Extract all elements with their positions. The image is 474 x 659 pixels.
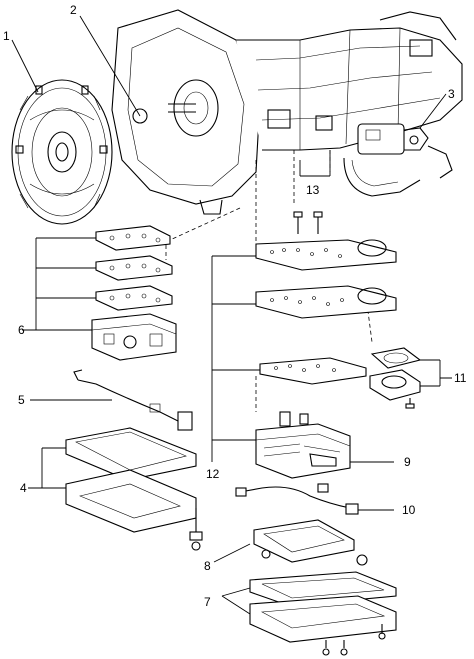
left-pan-gasket (65, 427, 197, 481)
callout-1: 1 (3, 29, 10, 43)
wiring-harness (235, 483, 359, 515)
callout-6: 6 (18, 323, 25, 337)
lower-oil-pan (249, 554, 397, 656)
control-valve-body (255, 411, 351, 479)
callout-7: 7 (204, 595, 211, 609)
callout-3: 3 (448, 87, 455, 101)
upper-valve-body-gaskets (91, 225, 177, 361)
valve-body-spacer-plates (255, 211, 397, 385)
transmission-case (111, 9, 463, 215)
callout-10: 10 (402, 503, 416, 517)
left-oil-pan (65, 469, 203, 551)
filter-seal-assembly (369, 347, 422, 409)
filter-tube-harness (73, 369, 193, 431)
callout-9: 9 (404, 455, 411, 469)
callout-8: 8 (204, 559, 211, 573)
callout-12: 12 (206, 467, 220, 481)
callout-11: 11 (454, 371, 467, 385)
leader-lines (11, 15, 452, 615)
callout-5: 5 (18, 393, 25, 407)
callout-4: 4 (20, 481, 27, 495)
torque-converter (11, 79, 113, 225)
transmission-filter (253, 519, 355, 563)
callout-2: 2 (70, 3, 77, 17)
callout-13: 13 (306, 183, 320, 197)
selector-lever-assembly (343, 123, 453, 197)
